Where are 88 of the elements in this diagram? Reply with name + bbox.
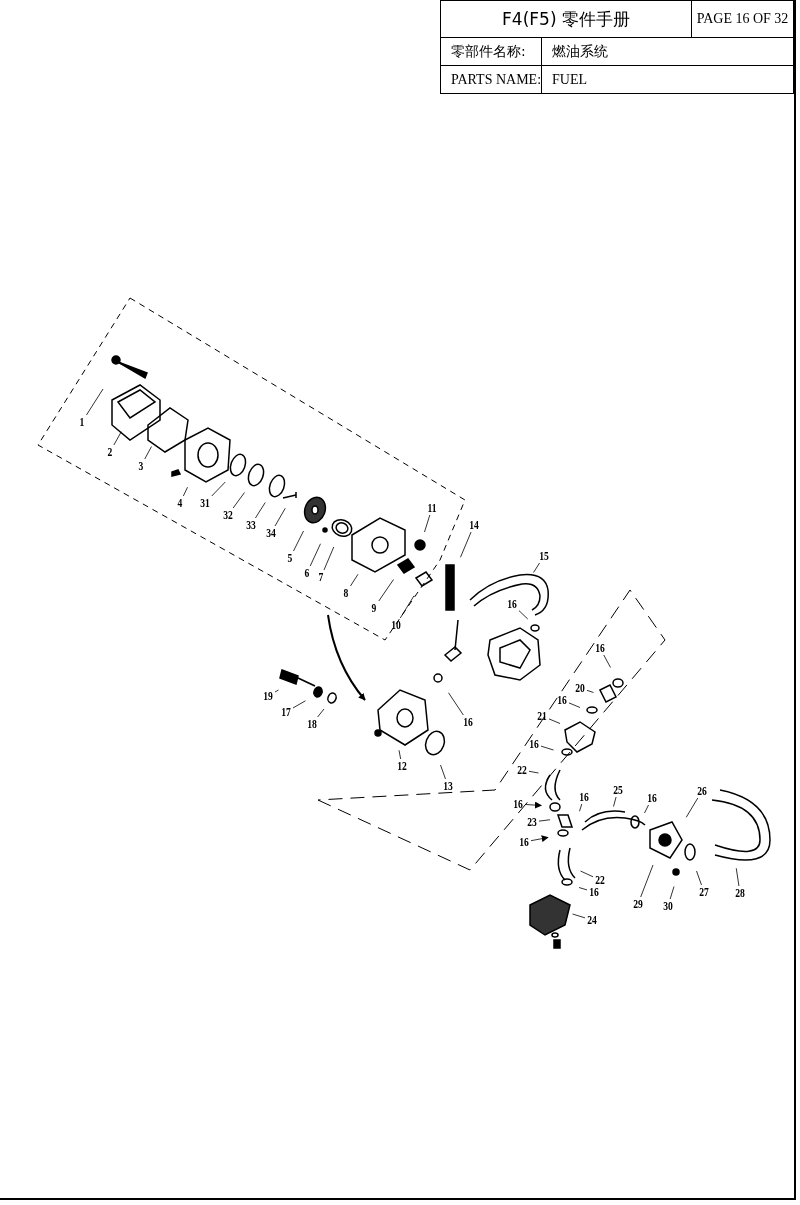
callout-number: 22 <box>512 763 532 777</box>
leader-line <box>538 819 551 822</box>
field-label: PARTS NAME: <box>440 65 542 94</box>
leader-line <box>578 887 588 891</box>
leader-line <box>293 530 304 552</box>
callout-number: 5 <box>280 551 300 565</box>
leader-line <box>696 870 702 886</box>
leader-line <box>232 492 245 509</box>
callout-number: 2 <box>100 445 120 459</box>
callout-number: 34 <box>261 526 281 540</box>
callout-number: 16 <box>590 641 610 655</box>
leader-line <box>317 708 325 718</box>
callout-number: 4 <box>170 496 190 510</box>
callout-number: 19 <box>258 689 278 703</box>
callout-number: 9 <box>364 601 384 615</box>
leader-line <box>533 562 540 573</box>
leader-line <box>735 867 740 887</box>
leader-line <box>669 886 675 900</box>
leader-line <box>274 507 286 527</box>
callout-number: 27 <box>694 885 714 899</box>
leader-line <box>528 770 539 774</box>
callout-number: 22 <box>590 873 610 887</box>
leader-line <box>568 702 581 708</box>
leader-line <box>144 446 152 460</box>
callout-number: 24 <box>582 913 602 927</box>
leader-line <box>603 654 611 668</box>
leader-line <box>440 764 446 780</box>
leader-line <box>448 692 464 716</box>
field-value: FUEL <box>541 65 794 94</box>
leader-line <box>398 749 402 760</box>
leader-line <box>424 514 431 533</box>
callout-number: 11 <box>422 501 442 515</box>
title: F4(F5) 零件手册 <box>440 0 692 38</box>
callout-number: 30 <box>658 899 678 913</box>
leader-line <box>292 700 306 709</box>
callout-number: 16 <box>458 715 478 729</box>
callout-number: 16 <box>502 597 522 611</box>
leader-line <box>640 864 654 898</box>
callout-number: 12 <box>392 759 412 773</box>
callout-number: 29 <box>628 897 648 911</box>
callout-number: 26 <box>692 784 712 798</box>
leader-line <box>113 431 122 446</box>
leader-line <box>378 579 394 602</box>
callout-number: 28 <box>730 886 750 900</box>
leader-line <box>309 543 321 567</box>
callout-number: 33 <box>241 518 261 532</box>
leader-line <box>580 870 594 878</box>
leader-line <box>579 803 583 812</box>
leader-line <box>572 913 586 919</box>
callout-number: 16 <box>642 791 662 805</box>
leader-line <box>548 718 561 724</box>
callout-number: 16 <box>508 797 528 811</box>
leader-line <box>399 595 415 619</box>
callout-number: 25 <box>608 783 628 797</box>
leader-line <box>685 797 699 818</box>
callout-number: 16 <box>524 737 544 751</box>
callout-number: 13 <box>438 779 458 793</box>
callout-number: 21 <box>532 709 552 723</box>
leader-line <box>274 689 279 693</box>
leader-line <box>586 689 594 693</box>
leader-line <box>540 745 554 751</box>
callout-number: 23 <box>522 815 542 829</box>
callout-number: 16 <box>574 790 594 804</box>
callout-number: 20 <box>570 681 590 695</box>
callout-number: 32 <box>218 508 238 522</box>
callout-number: 18 <box>302 717 322 731</box>
callout-number: 3 <box>131 459 151 473</box>
leader-line <box>460 531 472 558</box>
callout-number: 16 <box>584 885 604 899</box>
leader-line <box>255 502 266 519</box>
callout-number: 31 <box>195 496 215 510</box>
callout-number: 1 <box>72 415 92 429</box>
leader-line <box>613 796 617 807</box>
leader-line <box>182 486 188 497</box>
leader-line <box>86 388 104 416</box>
callout-number: 16 <box>514 835 534 849</box>
callout-number: 16 <box>552 693 572 707</box>
leader-line <box>518 610 529 620</box>
callout-number: 14 <box>464 518 484 532</box>
callout-number: 17 <box>276 705 296 719</box>
callout-number: 10 <box>386 618 406 632</box>
callout-number: 8 <box>336 586 356 600</box>
leader-line <box>211 481 226 497</box>
leader-line <box>323 546 335 571</box>
leader-line <box>350 573 359 587</box>
leader-line <box>644 804 649 814</box>
callout-number: 15 <box>534 549 554 563</box>
page-number: PAGE 16 OF 32 <box>691 0 794 38</box>
